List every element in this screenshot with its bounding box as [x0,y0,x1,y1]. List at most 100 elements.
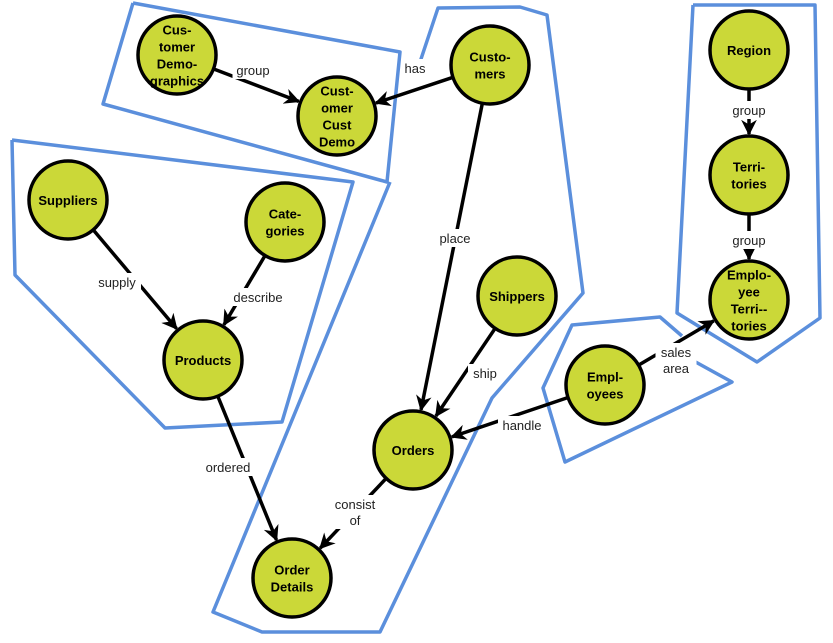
edge-label: ordered [206,460,251,475]
entity-label: oyees [587,387,624,402]
entity-label: mers [474,67,505,82]
edge-label-background [728,231,770,249]
edge-label-background [93,273,141,291]
edge-label-background [434,229,476,247]
edge-label: group [236,63,269,78]
entity-circle [476,255,558,337]
arrow-edge [212,67,301,104]
edge-label-background [728,101,770,119]
edge-label: handle [502,418,541,433]
entity-group-outline [101,1,402,184]
entity-label: Emplo- [727,268,771,283]
edge-label-background [227,288,289,306]
edge-label-background [655,343,697,377]
entity-circle [449,24,531,106]
relationship-territories-employee-territories[interactable]: group [728,214,770,261]
entity-circle [136,14,218,96]
entity-circle [296,75,378,157]
entity-circle [162,319,244,401]
entity-label: omer [321,101,353,116]
relationship-categories-products[interactable]: describe [222,254,289,327]
entity-node-categories[interactable]: Cate-gories [244,181,326,263]
entity-circle [564,344,646,426]
entity-node-region[interactable]: Region [708,9,790,91]
entity-node-territories[interactable]: Terri-tories [708,134,790,216]
entity-node-orders[interactable]: Orders [372,409,454,491]
entity-label: tories [731,319,766,334]
entity-label: Cate- [269,207,302,222]
entity-node-customers[interactable]: Custo-mers [449,24,531,106]
arrow-edge [434,327,497,418]
entity-label: Shippers [489,289,545,304]
entity-label: Terri- [733,160,765,175]
entity-label: gories [265,224,304,239]
relationship-shippers-orders[interactable]: ship [434,327,502,418]
edge-label-background [232,61,274,79]
arrow-edge [416,102,485,412]
entity-label: Demo- [157,57,197,72]
entity-group-outline [675,3,822,364]
entity-circle [708,259,790,341]
edge-label: supply [98,275,136,290]
entity-group-outline [541,315,734,464]
edge-label: group [732,233,765,248]
entity-label: Cus- [163,23,192,38]
edge-label: group [732,103,765,118]
relationship-products-order-details[interactable]: ordered [200,395,279,542]
entity-label: Order [274,563,309,578]
entity-circle [708,134,790,216]
edge-label: sales [661,345,692,360]
edge-label: describe [233,290,282,305]
relationship-customers-orders[interactable]: place [416,102,485,412]
relationship-region-territories[interactable]: group [728,89,770,136]
entity-label: Products [175,353,231,368]
entity-label: Cust- [320,84,353,99]
entity-node-shippers[interactable]: Shippers [476,255,558,337]
entity-label: yee [738,285,760,300]
entity-label: Terri-- [731,302,768,317]
entity-label: tomer [159,40,195,55]
entity-circle [708,9,790,91]
edge-label: of [350,513,361,528]
entity-label: Suppliers [38,193,97,208]
entity-label: graphics [150,74,204,89]
edge-label: consist [335,497,376,512]
edge-label-background [200,458,256,476]
entity-circle [251,537,333,619]
entity-label: Details [271,580,314,595]
relationship-employees-orders[interactable]: handle [450,395,569,440]
entity-label: Cust [323,118,353,133]
edge-label-background [327,495,383,529]
entity-circle [244,181,326,263]
entity-label: Demo [319,135,355,150]
entity-group-outline [211,5,585,634]
edge-label: place [439,231,470,246]
entity-label: Region [727,43,771,58]
edge-label-background [468,364,502,382]
relationship-customers-customer-cust-demo[interactable]: has [374,59,454,107]
entity-label: tories [731,177,766,192]
edge-label: has [405,61,426,76]
edge-label: ship [473,366,497,381]
entity-group-outline [10,138,355,430]
relationship-customer-demographics-customer-cust-demo[interactable]: group [212,61,301,104]
entity-node-employees[interactable]: Empl-oyees [564,344,646,426]
arrow-edge [374,75,454,107]
relationship-suppliers-products[interactable]: supply [91,228,178,330]
entity-node-suppliers[interactable]: Suppliers [27,159,109,241]
entity-circle [372,409,454,491]
entity-label: Empl- [587,370,623,385]
edge-label-background [498,416,546,434]
edge-label-background [401,59,429,77]
entity-node-products[interactable]: Products [162,319,244,401]
entity-label: Custo- [469,50,510,65]
entity-circle [27,159,109,241]
